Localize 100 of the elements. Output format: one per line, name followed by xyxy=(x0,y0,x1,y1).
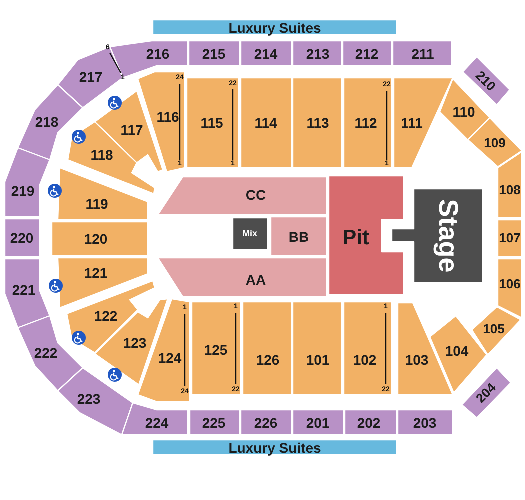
seating-section xyxy=(468,118,522,167)
section-label: BB xyxy=(288,230,310,244)
seating-section xyxy=(344,78,392,168)
section-number: 201 xyxy=(306,416,330,430)
section-number: 125 xyxy=(204,343,228,357)
section-number: 109 xyxy=(484,136,506,150)
seating-section xyxy=(5,259,50,328)
section-number: 114 xyxy=(254,116,278,130)
seating-section xyxy=(293,78,342,168)
section-number: 115 xyxy=(200,116,224,130)
seating-section xyxy=(393,41,452,66)
section-number: 111 xyxy=(401,116,423,130)
seating-section xyxy=(18,316,83,391)
section-number: 119 xyxy=(86,197,108,211)
section-number: 106 xyxy=(499,278,521,290)
section-number: 118 xyxy=(90,148,114,162)
floor-section xyxy=(271,217,327,256)
area-label: Pit xyxy=(342,228,370,248)
section-number: 108 xyxy=(499,184,521,196)
section-number: 110 xyxy=(452,105,476,119)
seating-section xyxy=(345,410,397,435)
section-number: 219 xyxy=(11,184,35,198)
section-number: 214 xyxy=(254,47,278,61)
section-number: 101 xyxy=(306,353,330,367)
section-number: 117 xyxy=(120,123,144,137)
section-number: 202 xyxy=(357,416,381,430)
seating-section xyxy=(58,258,148,308)
section-number: 215 xyxy=(202,47,226,61)
seating-section xyxy=(241,410,292,435)
seating-section xyxy=(472,307,521,355)
floor-section xyxy=(158,258,327,297)
section-label: CC xyxy=(246,188,266,202)
seating-section xyxy=(5,148,50,217)
seating-section xyxy=(241,78,292,168)
seating-section xyxy=(293,302,342,395)
seating-section xyxy=(398,410,453,435)
seating-section xyxy=(243,302,292,395)
seating-section xyxy=(187,78,239,168)
stage-label: Stage xyxy=(434,199,462,273)
section-number: 218 xyxy=(35,115,59,129)
section-number: 104 xyxy=(445,344,469,358)
section-label: AA xyxy=(246,273,266,287)
floor-section xyxy=(158,177,327,215)
seating-section xyxy=(189,41,240,66)
section-number: 124 xyxy=(158,351,182,365)
seating-section xyxy=(122,403,188,435)
seating-section xyxy=(52,222,148,256)
section-number: 112 xyxy=(354,116,378,130)
booth-label: Mix xyxy=(242,230,258,238)
section-number: 123 xyxy=(123,336,147,350)
seating-section xyxy=(344,302,392,395)
section-number: 212 xyxy=(355,47,379,61)
seating-section xyxy=(58,368,133,435)
section-number: 203 xyxy=(413,416,437,430)
section-number: 226 xyxy=(254,416,278,430)
section-number: 224 xyxy=(145,416,169,430)
section-number: 120 xyxy=(84,232,108,246)
seating-section xyxy=(190,410,240,435)
seating-section xyxy=(18,85,83,160)
section-number: 221 xyxy=(12,283,36,297)
seating-section xyxy=(192,302,241,395)
seating-section xyxy=(110,41,188,78)
section-number: 102 xyxy=(353,353,377,367)
area-label: Luxury Suites xyxy=(228,441,322,455)
seating-section xyxy=(58,168,148,220)
section-number: 210 xyxy=(474,68,498,94)
section-number: 113 xyxy=(306,116,330,130)
seating-section xyxy=(68,122,155,194)
seating-section xyxy=(343,41,392,66)
suite-band xyxy=(153,20,397,35)
seating-section xyxy=(293,41,342,66)
seating-section xyxy=(5,219,40,257)
seating-section xyxy=(498,220,522,257)
stage-platform xyxy=(392,189,483,283)
section-number: 107 xyxy=(499,232,521,244)
section-number: 216 xyxy=(146,47,170,61)
section-number: 211 xyxy=(412,47,434,61)
section-number: 225 xyxy=(202,416,226,430)
section-number: 103 xyxy=(405,353,429,367)
section-number: 223 xyxy=(77,392,101,406)
section-number: 126 xyxy=(256,353,280,367)
section-number: 105 xyxy=(483,322,505,336)
pit-area xyxy=(329,176,404,295)
seating-section xyxy=(293,410,344,435)
seating-section xyxy=(394,78,453,168)
suite-band xyxy=(153,440,397,455)
section-number: 116 xyxy=(156,110,180,124)
seating-section xyxy=(462,368,511,418)
section-number: 217 xyxy=(79,70,103,84)
seating-section xyxy=(241,41,292,66)
seating-section xyxy=(498,259,522,318)
seating-section xyxy=(67,281,155,353)
section-number: 222 xyxy=(34,346,58,360)
section-number: 220 xyxy=(10,231,34,245)
section-number: 122 xyxy=(94,309,118,323)
area-label: Luxury Suites xyxy=(228,21,322,35)
section-number: 213 xyxy=(306,47,330,61)
mix-booth xyxy=(233,218,268,250)
section-number: 204 xyxy=(474,380,498,406)
section-number: 121 xyxy=(84,266,108,280)
